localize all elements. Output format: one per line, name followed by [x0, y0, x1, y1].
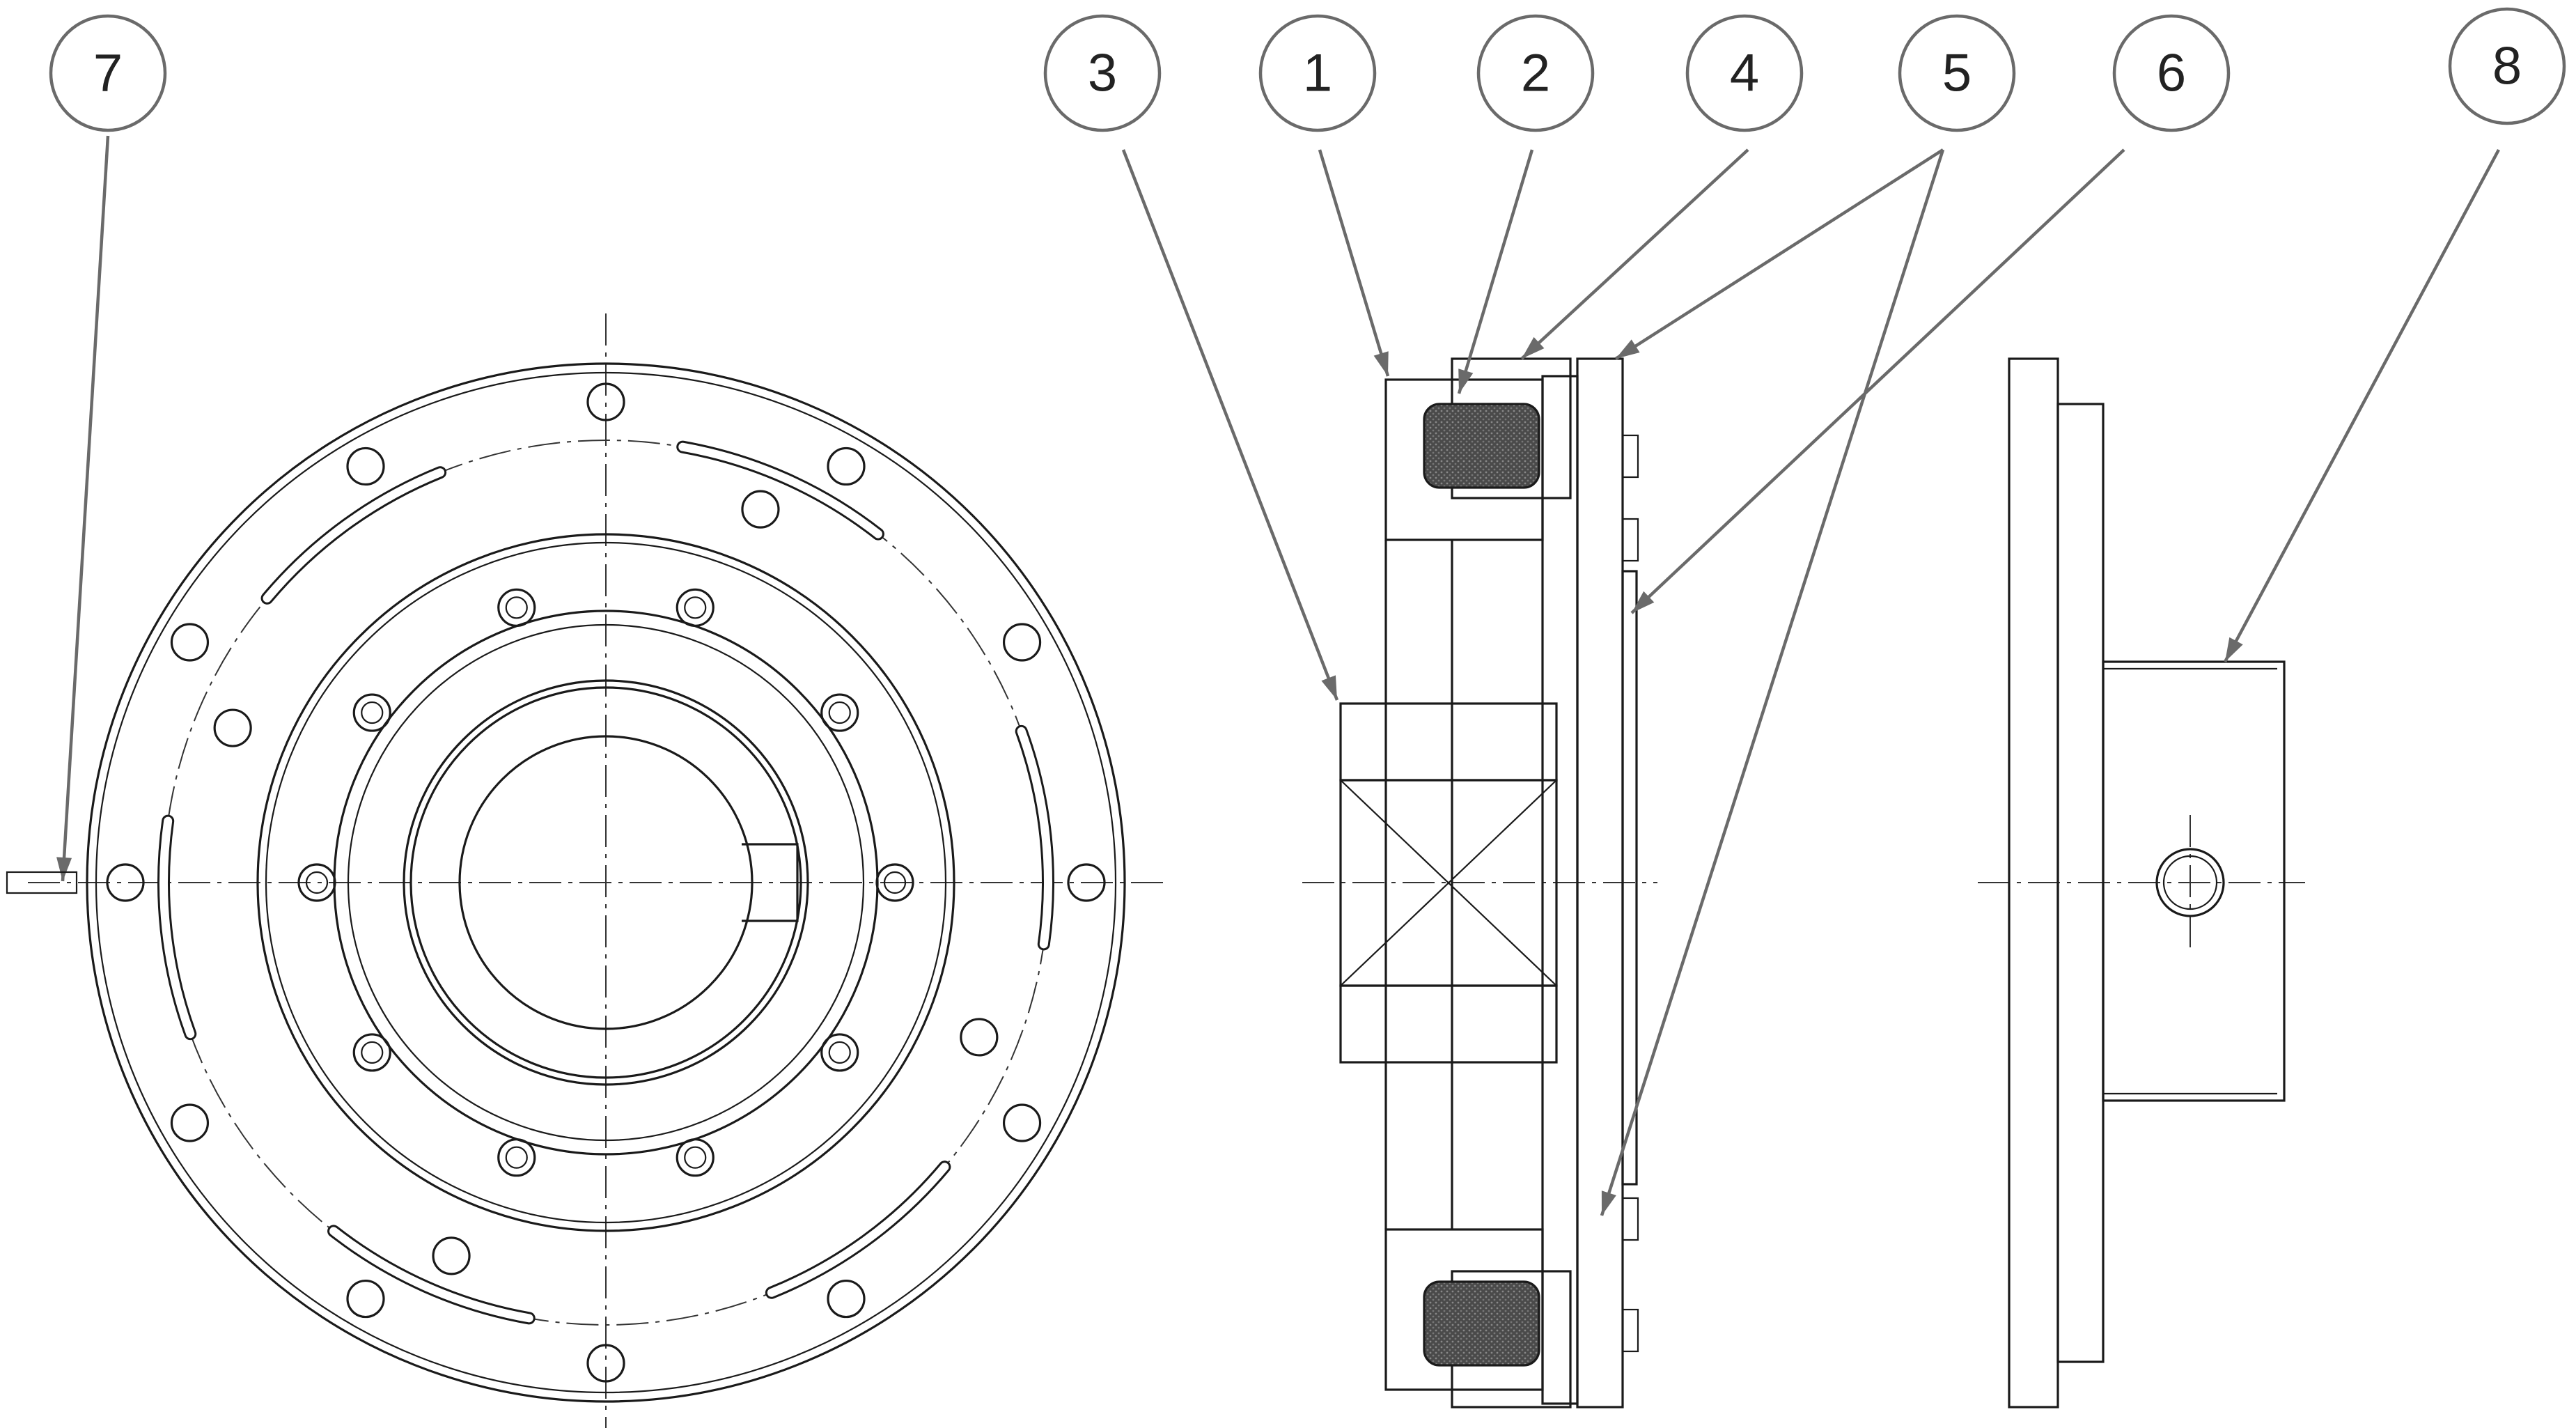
bolt-socket [505, 1146, 528, 1169]
flange-hole [586, 1344, 625, 1383]
bolt-head-icon [297, 863, 336, 902]
mid-hole [741, 490, 780, 529]
right-view [1978, 357, 2305, 1408]
balloon-2-label: 2 [1521, 44, 1550, 103]
balloon-3-label: 3 [1088, 44, 1117, 103]
bolt-socket [684, 596, 707, 619]
bolt-socket [361, 701, 384, 724]
balloon-7-label: 7 [93, 44, 123, 103]
arc-slot-inner [678, 442, 882, 538]
leader-arrowhead-icon [1632, 591, 1655, 613]
balloon-1: 1 [1258, 14, 1377, 132]
bolt-socket [883, 871, 907, 894]
leader-arrowhead-icon [56, 857, 72, 881]
leader-arrowhead-icon [2225, 637, 2243, 662]
balloon-4: 4 [1685, 14, 1804, 132]
arc-slot-inner [263, 468, 445, 603]
balloon-6: 6 [2112, 14, 2231, 132]
flange-hole [106, 863, 145, 902]
bolt-socket [684, 1146, 707, 1169]
leader-arrowhead-icon [1522, 336, 1545, 359]
arc-slot [676, 440, 884, 541]
flange-hole [1067, 863, 1106, 902]
balloon-5-label: 5 [1942, 44, 1972, 103]
balloon-8-label: 8 [2492, 37, 2522, 96]
arc-slot-inner [329, 1227, 533, 1323]
leader-lines [61, 135, 2500, 1216]
bolt-head-icon [497, 588, 536, 627]
arc-slot-inner [767, 1163, 949, 1297]
leader-arrowhead-icon [1616, 339, 1640, 359]
flange-hole [586, 382, 625, 421]
bolt-socket [305, 871, 329, 894]
bolt-head-icon [676, 588, 715, 627]
bolt-head-icon [875, 863, 914, 902]
leader-arrowhead-icon [1601, 1190, 1616, 1216]
bolt-socket [361, 1041, 384, 1064]
front-view [28, 313, 1170, 1428]
balloon-8: 8 [2448, 7, 2566, 125]
bolt-head-icon [497, 1138, 536, 1177]
leader-arrowhead-icon [1373, 351, 1389, 376]
mid-hole [432, 1236, 471, 1275]
balloon-6-label: 6 [2157, 44, 2186, 103]
flange-hole [170, 623, 210, 662]
balloon-1-label: 1 [1303, 44, 1332, 103]
balloon-4-label: 4 [1730, 44, 1759, 103]
flange-hole [827, 447, 866, 486]
arc-slot [765, 1161, 951, 1299]
flange-hole [1002, 623, 1042, 662]
flange-hole [346, 1279, 385, 1319]
bolt-head-icon [820, 1033, 859, 1072]
bolt-socket [828, 1041, 851, 1064]
mid-hole [213, 708, 252, 747]
leader-arrowhead-icon [1321, 675, 1337, 700]
flange-hole [1002, 1103, 1042, 1142]
balloon-5: 5 [1898, 14, 2016, 132]
bolt-head-icon [676, 1138, 715, 1177]
arc-slot [260, 466, 447, 605]
arc-slot [327, 1225, 536, 1325]
bolt-head-icon [352, 693, 391, 732]
flange-hole [346, 447, 385, 486]
flange-hole [170, 1103, 210, 1142]
arc-slot-inner [1017, 727, 1052, 949]
balloon-7: 7 [49, 14, 167, 132]
bolt-head-icon [820, 693, 859, 732]
bolt-head-icon [352, 1033, 391, 1072]
pin-icon [6, 871, 78, 894]
section-view [1302, 357, 1657, 1408]
leader-arrowhead-icon [1458, 368, 1474, 394]
balloon-3: 3 [1043, 14, 1162, 132]
arc-slot-inner [159, 816, 195, 1039]
bolt-socket [828, 701, 851, 724]
balloon-2: 2 [1476, 14, 1595, 132]
bolt-socket [505, 596, 528, 619]
flange-hole [827, 1279, 866, 1319]
mid-hole [960, 1018, 999, 1057]
